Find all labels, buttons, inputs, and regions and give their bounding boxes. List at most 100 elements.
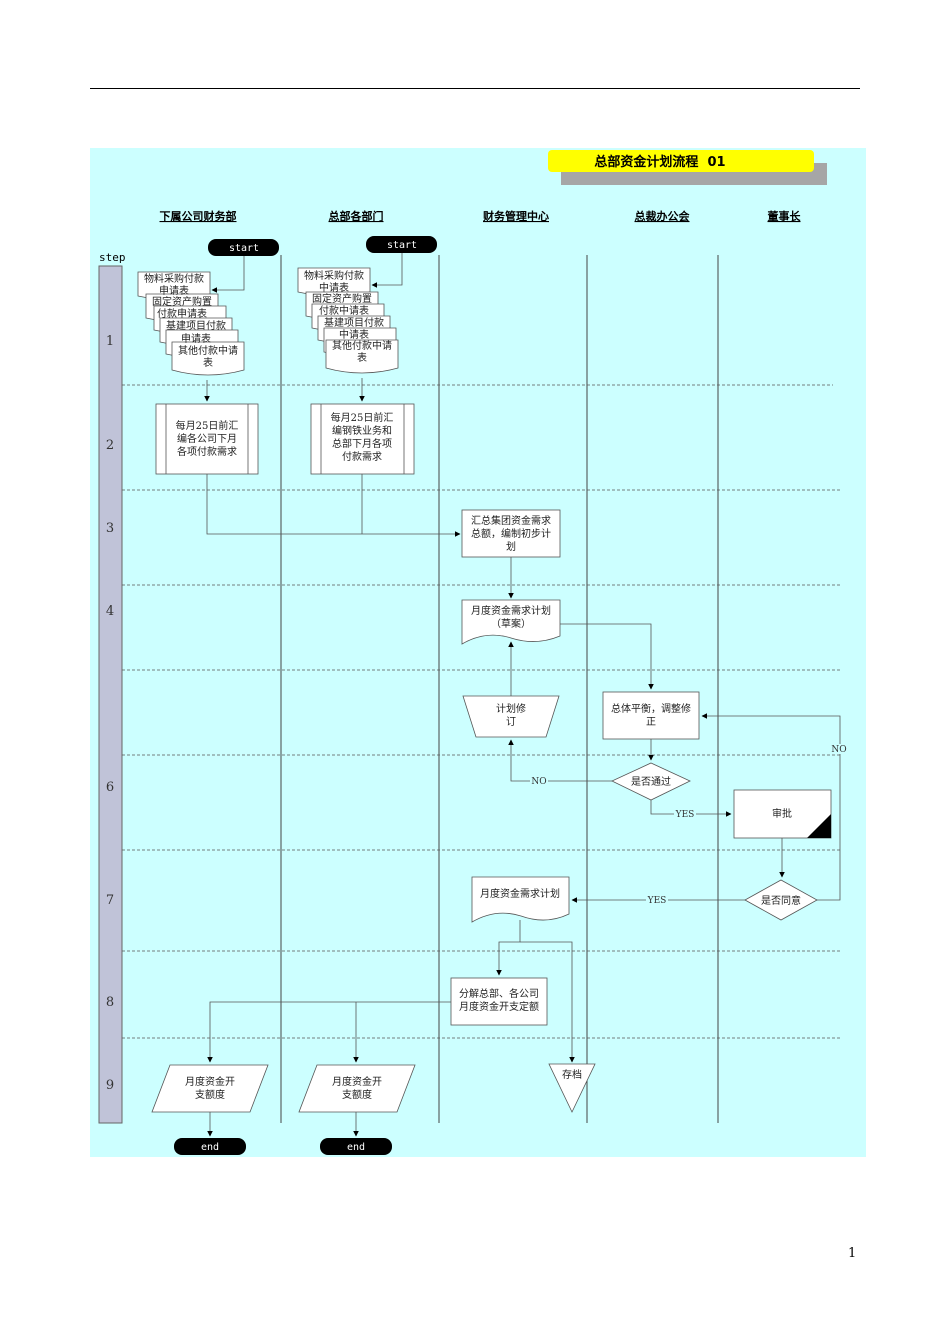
doc-text: 付款中请表 [319, 304, 369, 317]
step-dividers [122, 384, 840, 1039]
connector [508, 739, 612, 782]
process-text: 编钢铁业务和 [332, 424, 392, 437]
start-terminal-hq: start [366, 236, 437, 253]
approval-process: 审批 [733, 789, 832, 839]
doc-text: 其他付款中请 [178, 344, 238, 357]
lane-dividers [280, 255, 719, 1123]
io-text: 支额度 [342, 1088, 372, 1101]
process-text: 汇总集团资金需求 [471, 514, 551, 527]
draft-plan-document: 月度资金需求计划 （草案） [461, 599, 561, 645]
connector [206, 474, 461, 537]
process-text: 划 [506, 540, 516, 553]
doc-text: 物料采购付款 [304, 269, 364, 282]
revise-plan-operation: 计划修 订 [462, 695, 560, 738]
decompose-process: 分解总部、各公司 月度资金开支定额 [450, 977, 548, 1026]
doc-text: 基建项目付款 [324, 316, 384, 329]
process-text: 每月25日前汇 [176, 419, 239, 432]
process-text: 分解总部、各公司 [459, 987, 539, 1000]
process-text: 审批 [772, 807, 792, 820]
step-number: 9 [106, 1078, 114, 1093]
doc-text: 其他付款中请 [332, 339, 392, 352]
step-number: 1 [106, 334, 114, 349]
process-text: 付款需求 [342, 450, 382, 463]
hq-document-texts: 物料采购付款 中请表 固定资产购置 付款中请表 基建项目付款 中请表 其他付款中… [304, 269, 392, 364]
connector [701, 713, 841, 901]
start-label: start [229, 243, 259, 254]
document-text: 月度资金需求计划 [471, 604, 551, 617]
process-text: 每月25日前汇 [331, 411, 394, 424]
doc-text: 中请表 [339, 328, 369, 341]
balance-adjust-process: 总体平衡，调整修 正 [602, 691, 700, 740]
doc-text: 中请表 [319, 281, 349, 294]
lane-header-subsidiary-finance: 下属公司财务部 [160, 209, 237, 223]
step-number: 7 [106, 893, 114, 908]
connector [650, 800, 732, 817]
step-label: step [99, 251, 126, 264]
process-text: 总体平衡，调整修 [611, 702, 691, 715]
io-text: 支额度 [195, 1088, 225, 1101]
subsidiary-compile-process: 每月25日前汇 编各公司下月 各项付款需求 [155, 403, 259, 475]
step-number: 4 [106, 604, 114, 619]
step-number: 3 [106, 521, 114, 536]
doc-text: 固定资产购置 [312, 292, 372, 305]
archive-storage: 存档 [548, 1063, 596, 1113]
process-text: 各项付款需求 [177, 445, 237, 458]
process-text: 总额，编制初步计 [471, 527, 551, 540]
process-text: 月度资金开支定额 [459, 1000, 539, 1013]
edge-label-no: NO [531, 777, 546, 787]
start-terminal-subsidiary: start [208, 239, 279, 256]
agree-decision: 是否同意 [744, 879, 818, 921]
edge-labels: NO YES NO YES [530, 744, 848, 906]
storage-text: 存档 [562, 1068, 582, 1081]
connector [560, 623, 654, 690]
operation-text: 订 [506, 716, 516, 728]
doc-text: 表 [357, 351, 367, 364]
edge-label-yes: YES [675, 810, 695, 820]
connector [211, 256, 245, 293]
end-terminal-hq: end [320, 1138, 392, 1155]
io-text: 月度资金开 [332, 1075, 382, 1088]
hq-compile-process: 每月25日前汇 编钢铁业务和 总部下月各项 付款需求 [310, 403, 415, 475]
connector [371, 253, 403, 288]
lane-header-finance-center: 财务管理中心 [482, 209, 549, 223]
step-bar [98, 265, 123, 1124]
subsidiary-quota-io: 月度资金开 支额度 [151, 1064, 269, 1113]
doc-text: 固定资产购置 [152, 295, 212, 308]
document-text: 月度资金需求计划 [480, 887, 560, 900]
lane-header-hq-departments: 总部各部门 [329, 209, 384, 223]
end-label: end [347, 1142, 365, 1153]
lane-header-president-office: 总裁办公会 [635, 209, 691, 223]
operation-text: 计划修 [496, 702, 526, 715]
title-banner: 总部资金计划流程 01 [548, 150, 827, 185]
connectors [204, 253, 841, 1137]
connector [496, 920, 521, 976]
decision-text: 是否通过 [631, 775, 671, 788]
edge-label-yes: YES [647, 896, 667, 906]
process-text: 编各公司下月 [177, 432, 237, 445]
diagram-title: 总部资金计划流程 01 [594, 154, 725, 170]
summary-process: 汇总集团资金需求 总额，编制初步计 划 [461, 509, 561, 558]
start-label: start [387, 240, 417, 251]
doc-text: 申请表 [181, 332, 211, 345]
lane-header-chairman: 董事长 [768, 209, 802, 223]
document-text: （草案） [491, 617, 531, 630]
edge-label-no: NO [831, 745, 846, 755]
step-number: 8 [106, 995, 114, 1010]
monthly-plan-document: 月度资金需求计划 [471, 876, 570, 923]
step-number: 2 [106, 438, 114, 453]
top-rule [90, 88, 860, 89]
subsidiary-document-texts: 物料采购付款 申请表 固定资产购置 付款申请表 基建项目付款 申请表 其他付款中… [144, 272, 238, 369]
doc-text: 基建项目付款 [166, 319, 226, 332]
end-label: end [201, 1142, 219, 1153]
doc-text: 付款申请表 [157, 307, 207, 320]
subsidiary-document-stack [137, 271, 245, 376]
page-number: 1 [848, 1246, 857, 1261]
end-terminal-subsidiary: end [174, 1138, 246, 1155]
lane-headers: 下属公司财务部 总部各部门 财务管理中心 总裁办公会 董事长 [160, 209, 802, 223]
doc-text: 表 [203, 356, 213, 369]
io-text: 月度资金开 [185, 1075, 235, 1088]
process-text: 总部下月各项 [332, 437, 392, 450]
hq-document-stack [297, 267, 399, 374]
step-numbers: 1 2 3 4 6 7 8 9 [106, 334, 114, 1093]
